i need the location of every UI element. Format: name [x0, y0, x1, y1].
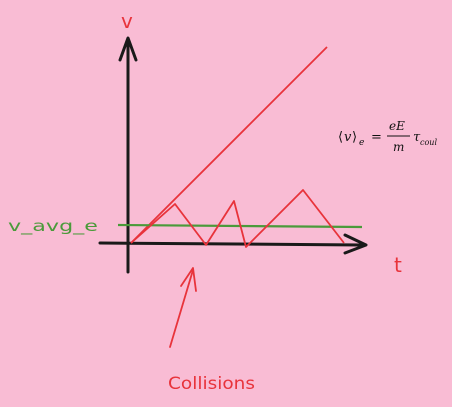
- y-axis-arrowhead: [118, 36, 138, 62]
- formula-tau-subscript: coul: [420, 138, 437, 147]
- formula-denominator: m: [393, 140, 404, 154]
- formula-open-bracket: ⟨: [338, 130, 343, 145]
- y-axis-label: v: [121, 9, 133, 33]
- formula-equals: =: [371, 130, 382, 145]
- x-axis-label: t: [394, 253, 402, 277]
- formula-numerator: eE: [389, 119, 405, 133]
- formula-close-bracket: ⟩: [352, 130, 357, 145]
- free-acceleration-line: [130, 46, 328, 244]
- sawtooth-velocity-curve: [130, 189, 345, 248]
- formula-tau: τ: [413, 130, 421, 145]
- collisions-pointer-arrowhead: [180, 267, 197, 292]
- x-axis-arrowhead: [343, 233, 368, 255]
- x-axis: [98, 241, 364, 247]
- collisions-label: Collisions: [168, 374, 255, 394]
- formula-lhs-subscript: e: [359, 138, 364, 148]
- drift-velocity-formula: ⟨ v ⟩ e = eE m τ coul: [338, 119, 437, 154]
- collisions-pointer-arrow: [169, 269, 194, 348]
- average-velocity-label: v_avg_e: [8, 217, 98, 236]
- formula-lhs-var: v: [344, 130, 352, 145]
